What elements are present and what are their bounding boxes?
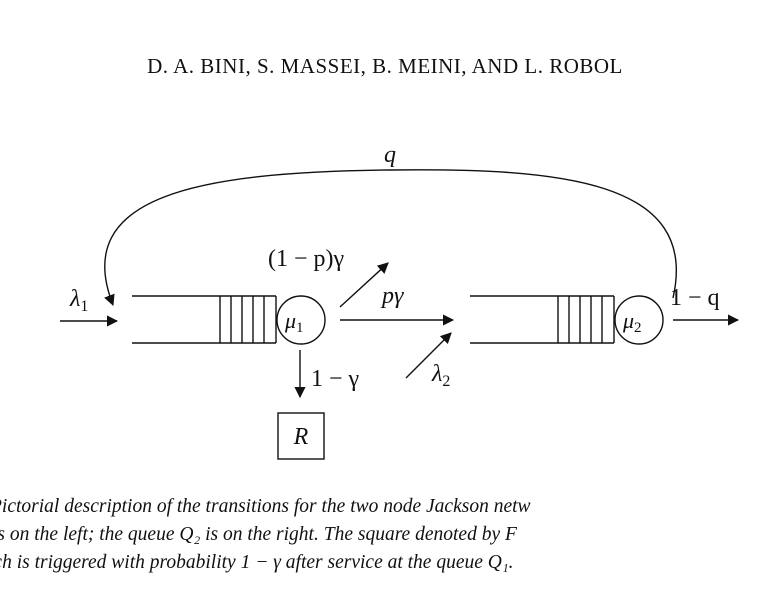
queue-1 [132, 295, 277, 344]
one-minus-q-label: 1 − q [670, 285, 720, 311]
upper-out-label: (1 − p)γ [268, 246, 345, 272]
mu1-label: μ1 [284, 308, 304, 336]
R-label: R [293, 424, 309, 450]
lambda2-label: λ2 [431, 361, 450, 390]
feedback-loop-arrow [104, 169, 677, 307]
queue-2 [470, 295, 615, 344]
mu2-label: μ2 [622, 308, 642, 336]
figure-caption: Pictorial description of the transitions… [0, 493, 770, 577]
running-head-authors: D. A. BINI, S. MASSEI, B. MEINI, AND L. … [147, 54, 623, 78]
lambda1-label: λ1 [69, 286, 88, 315]
jackson-network-diagram: q λ1 μ1 (1 − p)γ pγ λ2 [60, 142, 740, 460]
R-box [277, 412, 325, 460]
caption-line-1: Pictorial description of the transitions… [0, 496, 531, 517]
server-mu2 [614, 295, 664, 345]
p-gamma-label: pγ [380, 283, 404, 309]
leave-arrow [339, 262, 389, 308]
loop-label-q: q [384, 142, 396, 168]
lambda2-input-arrow [405, 332, 452, 379]
one-minus-gamma-label: 1 − γ [311, 366, 360, 392]
caption-line-3: ich is triggered with probability 1 − γ … [0, 552, 514, 573]
server-mu1 [276, 295, 326, 345]
caption-line-2: is on the left; the queue Q₂ is on the r… [0, 524, 517, 545]
